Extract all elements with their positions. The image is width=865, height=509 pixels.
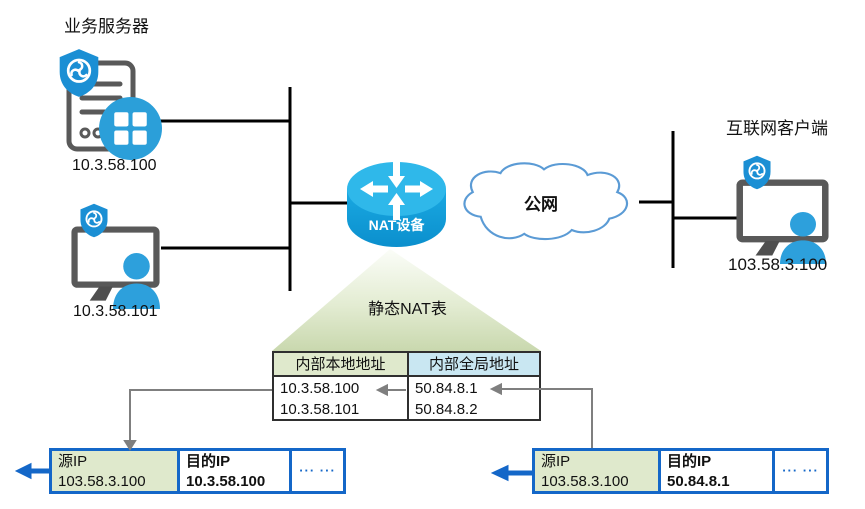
packet-dst-cell: 目的IP 50.84.8.1	[661, 451, 775, 491]
down-arrowhead-icon	[123, 440, 137, 451]
src-ip-label: 源IP	[541, 453, 571, 470]
nat-table-title: 静态NAT表	[368, 301, 447, 318]
nat-table-global-column: 50.84.8.1 50.84.8.2	[409, 377, 539, 420]
internet-client-title: 互联网客户端	[726, 119, 828, 138]
packet-more-cell: ··· ···	[782, 463, 819, 478]
nat-device-label: NAT设备	[368, 217, 425, 233]
lan-bus-lines	[159, 87, 741, 291]
dst-ip-label: 目的IP	[186, 453, 231, 470]
shield-icon	[56, 48, 102, 98]
table-row: 10.3.58.100	[280, 380, 360, 397]
nat-table-header-global: 内部全局地址	[409, 353, 539, 377]
server-ip: 10.3.58.100	[72, 157, 157, 174]
src-ip-label: 源IP	[58, 453, 88, 470]
table-row: 50.84.8.2	[415, 401, 478, 418]
router-arrows-icon	[360, 161, 433, 220]
left-arrowhead-icon	[375, 383, 388, 397]
server-title: 业务服务器	[64, 17, 149, 36]
right-packet-to-table-connector	[500, 388, 593, 448]
internal-pc-ip: 10.3.58.101	[73, 303, 158, 320]
router-icon	[347, 161, 446, 247]
dst-ip-label: 目的IP	[667, 453, 712, 470]
internet-client-ip: 103.58.3.100	[728, 255, 828, 274]
cloud-icon	[463, 162, 629, 241]
dst-ip-value: 50.84.8.1	[667, 473, 730, 490]
src-ip-value: 103.58.3.100	[58, 473, 146, 490]
shield-icon	[78, 203, 110, 238]
left-packet-arrow-icon	[14, 462, 32, 480]
table-row: 10.3.58.101	[280, 401, 360, 418]
shield-icon	[741, 155, 773, 190]
table-to-left-packet-connector	[129, 389, 272, 442]
cloud-label: 公网	[524, 195, 558, 214]
src-ip-value: 103.58.3.100	[541, 473, 629, 490]
packet-right: 源IP 103.58.3.100 目的IP 50.84.8.1 ··· ···	[532, 448, 829, 494]
person-icon	[112, 252, 161, 309]
left-arrowhead-icon	[489, 382, 502, 396]
dst-ip-value: 10.3.58.100	[186, 473, 266, 490]
packet-more-cell: ··· ···	[299, 463, 336, 478]
nat-table-header-local: 内部本地地址	[274, 353, 409, 377]
table-row: 50.84.8.1	[415, 380, 478, 397]
right-packet-arrow-icon	[490, 464, 509, 482]
packet-dst-cell: 目的IP 10.3.58.100	[180, 451, 292, 491]
app-grid-icon	[99, 97, 162, 160]
nat-table-local-column: 10.3.58.100 10.3.58.101	[274, 377, 409, 420]
packet-left: 源IP 103.58.3.100 目的IP 10.3.58.100 ··· ··…	[49, 448, 346, 494]
packet-flow-arrows	[14, 462, 533, 482]
packet-src-cell: 源IP 103.58.3.100	[535, 451, 661, 491]
lookup-connectors	[123, 382, 593, 451]
packet-src-cell: 源IP 103.58.3.100	[52, 451, 180, 491]
